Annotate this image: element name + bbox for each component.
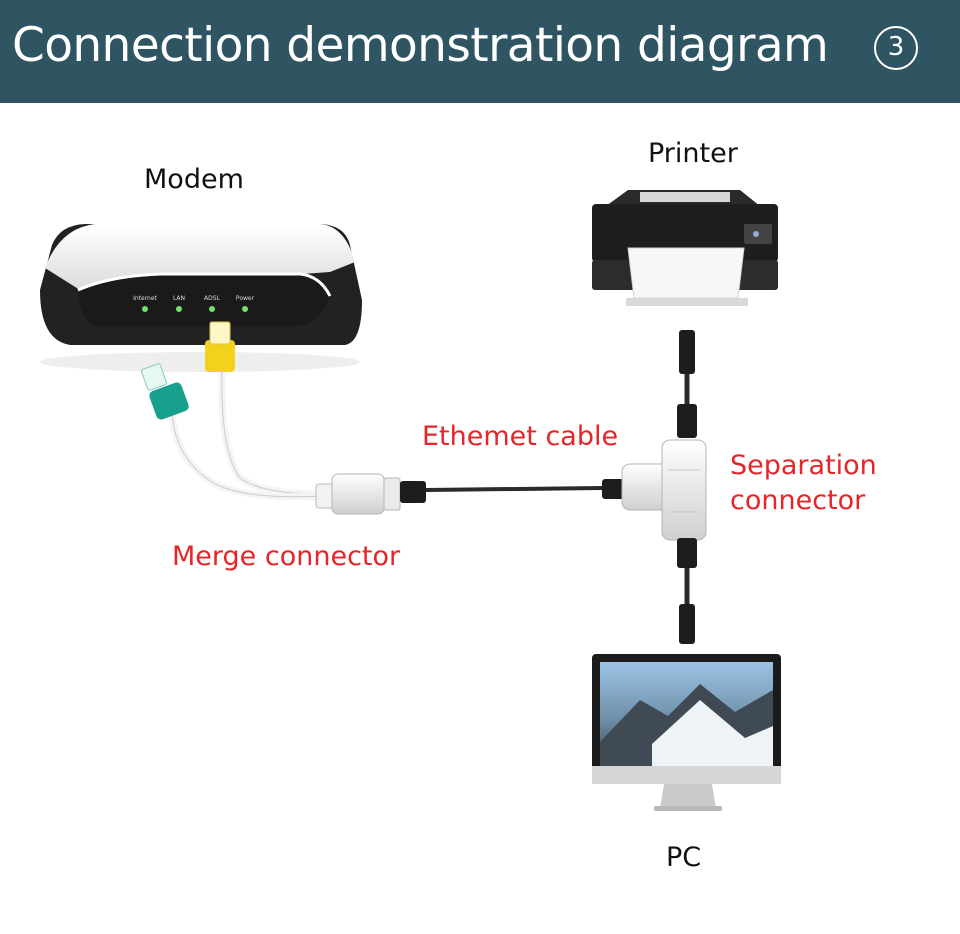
printer-label: Printer: [648, 138, 738, 169]
ethernet-cable-label: Ethemet cable: [422, 421, 619, 452]
page-title: Connection demonstration diagram: [12, 18, 829, 73]
led-internet: [142, 306, 148, 312]
separation-connector-label-line2: connector: [730, 485, 866, 516]
pc-cable: [677, 538, 697, 644]
printer-cable: [677, 330, 697, 438]
printer-device: [592, 190, 778, 306]
pc-label: PC: [666, 842, 702, 873]
led-label-internet: Internet: [133, 295, 157, 302]
led-lan: [176, 306, 182, 312]
modem-device: Internet LAN ADSL Power: [40, 224, 362, 372]
separation-connector: [621, 439, 707, 541]
modem-label: Modem: [144, 164, 244, 195]
led-power: [242, 306, 248, 312]
pc-monitor: [592, 654, 781, 811]
merge-cable: [140, 321, 401, 515]
led-adsl: [209, 306, 215, 312]
led-label-adsl: ADSL: [204, 295, 221, 302]
step-number-badge: 3: [874, 26, 918, 70]
separation-connector-label-line1: Separation: [730, 450, 877, 481]
led-label-lan: LAN: [173, 295, 185, 302]
ethernet-cable: [400, 479, 628, 503]
led-label-power: Power: [236, 295, 255, 302]
title-banner: Connection demonstration diagram 3: [0, 0, 960, 103]
merge-connector-label: Merge connector: [172, 541, 401, 572]
modem-status-leds: Internet LAN ADSL Power: [133, 295, 255, 312]
yellow-rj45-plug: [205, 321, 235, 372]
teal-rj45-plug: [140, 363, 189, 420]
merge-connector: [315, 473, 401, 515]
